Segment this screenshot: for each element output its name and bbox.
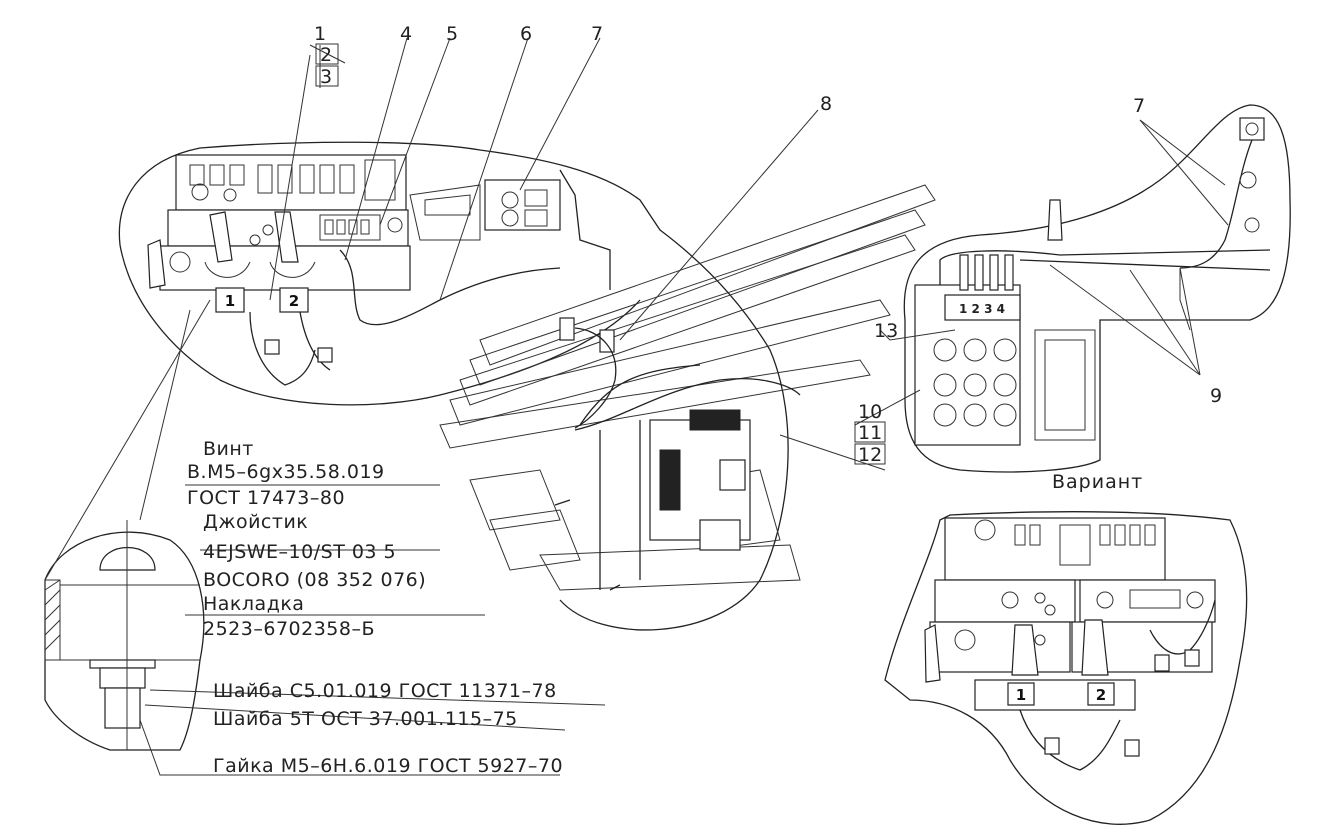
cable-connector-top — [1239, 117, 1265, 141]
side-lever — [147, 239, 166, 289]
callout-7-left: 7 — [591, 23, 603, 45]
variant-mid-panel-right — [1079, 579, 1216, 623]
note-washer-2: Шайба 5Т ОСТ 37.001.115–75 — [213, 708, 518, 730]
valve-label-plate — [944, 294, 1021, 321]
note-screw-standard: ГОСТ 17473–80 — [187, 487, 345, 509]
callout-13: 13 — [874, 320, 898, 342]
variant-upper-panel — [944, 517, 1166, 581]
note-joystick: Джойстик — [203, 511, 308, 533]
callout-8: 8 — [820, 93, 832, 115]
valve-block-view: 1 2 3 4 — [903, 104, 1291, 473]
variant-box-1-label: 1 — [1016, 686, 1026, 704]
part-notes: Винт В.М5–6gх35.58.019 ГОСТ 17473–80 Джо… — [187, 438, 563, 777]
monitor-block — [484, 179, 561, 231]
main-panel-view: 1 2 — [118, 141, 789, 631]
upper-switch-panel — [175, 154, 407, 211]
leader-lines — [44, 37, 1229, 776]
variant-joystick-2 — [1081, 619, 1109, 676]
variant-mid-panel-left — [934, 579, 1076, 623]
variant-panel-view: 1 2 — [884, 511, 1248, 825]
variant-lower-panel-left — [929, 621, 1071, 673]
callout-3: 3 — [320, 66, 332, 88]
note-nut: Гайка М5–6Н.6.019 ГОСТ 5927–70 — [213, 755, 563, 777]
callout-12: 12 — [858, 444, 882, 466]
joystick-2-lever — [274, 211, 299, 263]
note-washer-1: Шайба С5.01.019 ГОСТ 11371–78 — [213, 680, 557, 702]
callout-2: 2 — [320, 44, 332, 66]
joystick-box-2-label: 2 — [289, 292, 299, 310]
callout-4: 4 — [400, 23, 412, 45]
joystick-box-2-frame — [279, 287, 309, 313]
joystick-box-1-frame — [215, 287, 245, 313]
callout-numbers: 1 2 3 4 5 6 7 8 7 9 13 10 11 12 — [314, 23, 1222, 466]
callout-10: 10 — [858, 401, 882, 423]
callout-6: 6 — [520, 23, 532, 45]
callout-7-right: 7 — [1133, 95, 1145, 117]
variant-box-1-frame — [1007, 682, 1035, 706]
note-joystick-model: 4EJSWE–10/ST 03 5 — [203, 541, 396, 563]
callout-1: 1 — [314, 23, 326, 45]
variant-box-2-label: 2 — [1096, 686, 1106, 704]
note-pad: Накладка — [203, 593, 304, 615]
variant-label: Вариант — [1052, 471, 1143, 493]
variant-box-2-frame — [1087, 682, 1115, 706]
joystick-box-1-label: 1 — [225, 292, 235, 310]
variant-joystick-1 — [1011, 624, 1039, 676]
central-pump-view — [439, 184, 936, 591]
callout-11: 11 — [858, 422, 882, 444]
note-screw-code: В.М5–6gх35.58.019 — [187, 461, 385, 483]
note-pad-code: 2523–6702358–Б — [203, 618, 375, 640]
note-screw: Винт — [203, 438, 254, 460]
callout-9: 9 — [1210, 385, 1222, 407]
detail-section-view — [44, 520, 205, 751]
callout-5: 5 — [446, 23, 458, 45]
note-joystick-code: BOCORO (08 352 076) — [203, 569, 426, 591]
valve-block-label: 1 2 3 4 — [959, 302, 1005, 316]
joystick-1-lever — [209, 211, 233, 263]
